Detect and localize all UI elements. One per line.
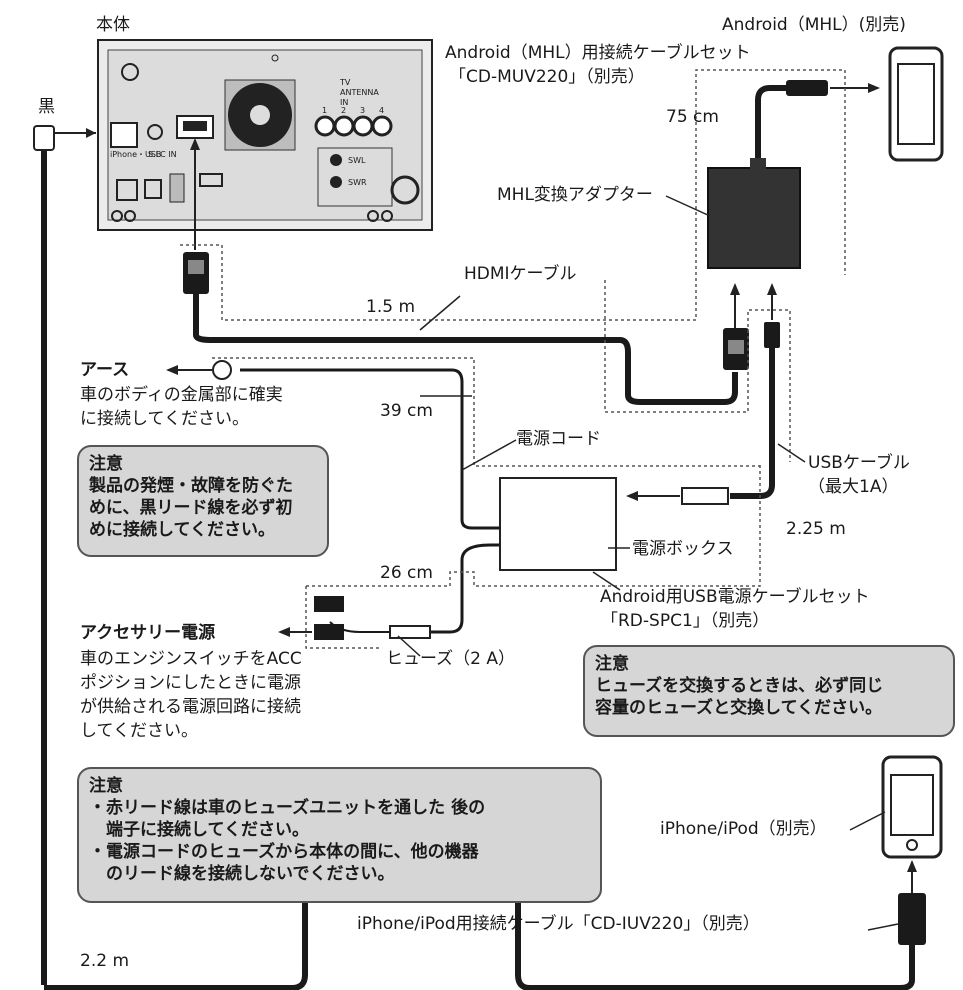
panel-swr-label: SWR xyxy=(348,178,367,187)
acc-title: アクセサリー電源 xyxy=(80,623,216,643)
caution-line: のリード線を接続しないでください。 xyxy=(89,864,395,884)
caution-line: めに、黒リード線を必ず初 xyxy=(89,498,293,518)
iphone-cable-label: iPhone/iPod用接続ケーブル「CD-IUV220」（別売） xyxy=(357,914,760,934)
caution-line: 容量のヒューズと交換してください。 xyxy=(595,698,883,718)
ground-desc-1: 車のボディの金属部に確実 xyxy=(80,385,283,405)
usb-power-model-label: 「RD-SPC1」（別売） xyxy=(601,611,770,631)
hdmi-cable-label: HDMIケーブル xyxy=(464,264,577,284)
panel-num-4: 4 xyxy=(379,106,385,115)
caution-line: ヒューズを交換するときは、必ず同じ xyxy=(595,676,884,696)
acc-desc-2: ポジションにしたときに電源 xyxy=(80,673,301,693)
iphone-icon xyxy=(881,755,943,859)
power-box xyxy=(499,477,617,571)
caution-line: 製品の発煙・故障を防ぐた xyxy=(89,476,293,496)
power-cord-label: 電源コード xyxy=(516,429,601,449)
caution-note-black-lead: 注意 製品の発煙・故障を防ぐた めに、黒リード線を必ず初 めに接続してください。 xyxy=(77,445,329,557)
panel-num-1: 1 xyxy=(322,106,328,115)
panel-tv-label: TV xyxy=(340,78,351,87)
caution-line: ・赤リード線は車のヒューズユニットを通した 後の xyxy=(89,798,486,818)
acc-desc-1: 車のエンジンスイッチをACC xyxy=(80,649,302,669)
panel-antenna-label: ANTENNA xyxy=(340,88,379,97)
caution-title: 注意 xyxy=(595,654,629,674)
antenna-connectors xyxy=(314,115,393,137)
ground-desc-2: に接続してください。 xyxy=(80,409,249,429)
iphone-label: iPhone/iPod（別売） xyxy=(660,819,827,839)
head-unit-label: 本体 xyxy=(96,15,130,35)
black-lead-label: 黒 xyxy=(38,97,55,117)
acc-desc-4: してください。 xyxy=(80,721,198,741)
panel-swl-label: SWL xyxy=(348,156,366,165)
length-2-25m: 2.25 m xyxy=(786,519,846,539)
panel-usb-label: iPhone・USB xyxy=(110,150,162,159)
caution-note-fuse: 注意 ヒューズを交換するときは、必ず同じ 容量のヒューズと交換してください。 xyxy=(583,645,955,737)
black-lead-plug xyxy=(33,125,55,151)
panel-num-3: 3 xyxy=(360,106,366,115)
panel-slc-label: S.LC IN xyxy=(148,150,177,159)
usb-port xyxy=(110,122,138,148)
mhl-adapter-label: MHL変換アダプター xyxy=(497,185,653,205)
panel-in-label: IN xyxy=(340,98,349,107)
kit-outlines xyxy=(180,69,846,649)
power-box-label: 電源ボックス xyxy=(632,539,734,559)
fuse-label: ヒューズ（2 A） xyxy=(386,649,515,669)
length-1-5m: 1.5 m xyxy=(366,297,415,317)
acc-desc-3: が供給される電源回路に接続 xyxy=(80,697,301,717)
usb-cable xyxy=(626,283,780,505)
caution-title: 注意 xyxy=(89,776,123,796)
mhl-cable-model-label: 「CD-MUV220」（別売） xyxy=(449,67,645,87)
mhl-cable xyxy=(755,85,786,158)
caution-note-red-lead: 注意 ・赤リード線は車のヒューズユニットを通した 後の 端子に接続してください。… xyxy=(77,767,602,903)
mhl-adapter-box xyxy=(707,167,801,269)
caution-line: ・電源コードのヒューズから本体の間に、他の機器 xyxy=(89,842,479,862)
caution-line: 端子に接続してください。 xyxy=(89,820,309,840)
head-unit-rear-panel xyxy=(97,39,433,231)
usb-cable-label: USBケーブル xyxy=(808,453,910,473)
length-39cm: 39 cm xyxy=(380,401,433,421)
panel-num-2: 2 xyxy=(341,106,347,115)
leader-lines xyxy=(397,195,899,931)
caution-title: 注意 xyxy=(89,454,123,474)
caution-line: めに接続してください。 xyxy=(89,520,275,540)
length-2-2m: 2.2 m xyxy=(80,951,129,971)
android-device-label: Android（MHL）(別売) xyxy=(722,15,906,35)
android-phone-icon xyxy=(888,46,944,162)
mhl-cable-set-label: Android（MHL）用接続ケーブルセット xyxy=(445,43,751,63)
hdmi-cable xyxy=(183,138,749,405)
usb-power-set-label: Android用USB電源ケーブルセット xyxy=(600,587,870,607)
length-75cm: 75 cm xyxy=(666,107,719,127)
length-26cm: 26 cm xyxy=(380,563,433,583)
usb-max-label: （最大1A） xyxy=(808,477,899,497)
ground-title: アース xyxy=(80,360,130,380)
power-cord xyxy=(166,360,500,640)
